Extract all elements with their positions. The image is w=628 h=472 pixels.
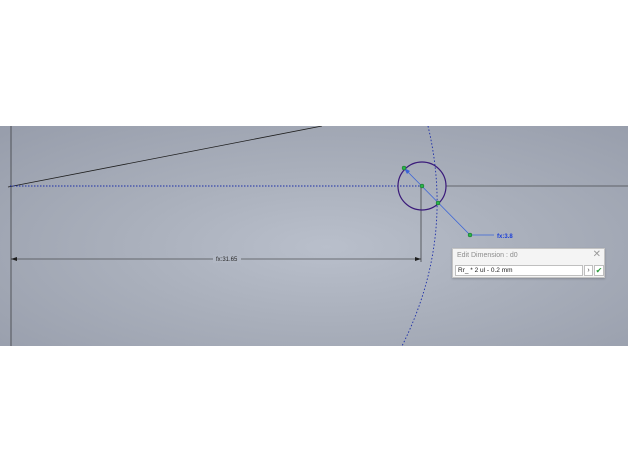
linear-dim-arrow-right: [415, 257, 421, 261]
constraint-point-top[interactable]: [401, 165, 407, 171]
linear-dimension-label-bg: [213, 255, 241, 263]
sketch-circle[interactable]: [397, 161, 447, 211]
edit-dimension-dialog: Edit Dimension : d0 ✕ › ✔: [452, 248, 605, 278]
expand-icon[interactable]: ›: [584, 265, 593, 276]
accept-check-icon[interactable]: ✔: [594, 265, 604, 276]
constraint-point-center[interactable]: [419, 183, 425, 189]
constraint-point-lower[interactable]: [435, 200, 441, 206]
linear-dim-arrow-left: [11, 257, 17, 261]
sketch-canvas[interactable]: fx:3.8 fx:31.65: [0, 126, 628, 346]
linear-dimension-text[interactable]: fx:31.65: [216, 257, 238, 263]
dimension-value-input[interactable]: [455, 265, 583, 276]
diameter-dimension-text[interactable]: fx:3.8: [497, 234, 513, 240]
sketch-line-slanted[interactable]: [7, 126, 323, 188]
graphics-viewport[interactable]: fx:3.8 fx:31.65: [0, 126, 628, 346]
edit-dimension-input-row: › ✔: [455, 265, 604, 276]
construction-arc[interactable]: [401, 126, 438, 346]
edit-dimension-title: Edit Dimension : d0: [457, 252, 518, 259]
close-icon[interactable]: ✕: [592, 249, 601, 260]
constraint-point-dim-end[interactable]: [467, 232, 473, 238]
